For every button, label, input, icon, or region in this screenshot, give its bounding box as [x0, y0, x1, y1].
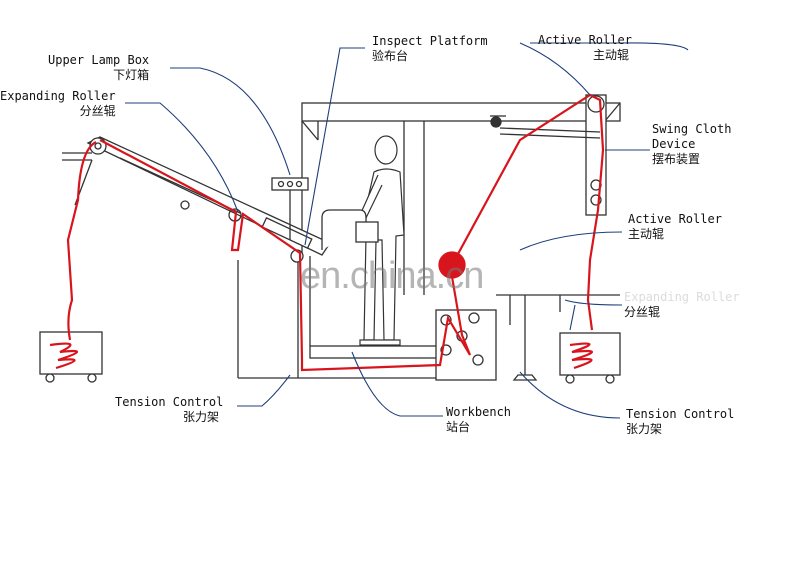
- label-en: Workbench: [446, 405, 512, 419]
- label-en: Tension Control: [626, 407, 735, 421]
- label-en: Swing Cloth: [652, 122, 732, 136]
- label-active-roller-top: Active Roller 主动辊: [538, 33, 632, 63]
- label-zh: 分丝辊: [624, 305, 661, 319]
- label-workbench: Workbench 站台: [446, 405, 511, 435]
- label-active-roller-mid: Active Roller 主动辊: [628, 212, 722, 242]
- label-zh: 分丝辊: [79, 104, 116, 118]
- label-en: Active Roller: [628, 212, 722, 226]
- machine-frame: [237, 102, 621, 379]
- label-tension-control-right: Tension Control 张力架: [626, 407, 734, 437]
- overlay-band: [620, 272, 750, 292]
- label-en: Upper Lamp Box: [48, 53, 150, 67]
- inspector-figure: [359, 135, 405, 346]
- label-en: Tension Control: [115, 395, 224, 409]
- label-zh: 张力架: [626, 422, 663, 436]
- label-zh: 主动辊: [628, 227, 665, 241]
- leader-lines: [125, 42, 689, 419]
- label-zh: 下灯箱: [113, 68, 150, 82]
- label-zh: 站台: [446, 420, 471, 434]
- label-expanding-roller-right: Expanding Roller 分丝辊: [624, 290, 740, 320]
- label-zh: 验布台: [372, 49, 409, 63]
- control-handle: [321, 209, 379, 250]
- label-zh: 张力架: [183, 410, 220, 424]
- label-en: Expanding Roller: [0, 89, 116, 103]
- label-tension-control-left: Tension Control 张力架: [115, 395, 223, 425]
- label-expanding-roller-left: Expanding Roller 分丝辊: [0, 89, 116, 119]
- right-cloth-bin: [559, 332, 621, 384]
- watermark-text: en.china.cn: [300, 255, 484, 297]
- label-en: Expanding Roller: [624, 290, 740, 304]
- label-en: Inspect Platform: [372, 34, 488, 48]
- lamp-box-stand: [271, 177, 309, 240]
- label-upper-lamp-box: Upper Lamp Box 下灯箱: [48, 53, 149, 83]
- label-en-2: Device: [652, 137, 696, 151]
- label-zh: 主动辊: [593, 48, 630, 62]
- label-inspect-platform: Inspect Platform 验布台: [372, 34, 488, 64]
- workbench-platform: [309, 345, 446, 359]
- label-swing-cloth-device: Swing Cloth Device 摆布装置: [652, 122, 731, 167]
- label-zh: 摆布装置: [652, 152, 701, 166]
- fabric-path: [49, 93, 605, 372]
- label-en: Active Roller: [538, 33, 632, 47]
- left-cloth-bin: [39, 331, 103, 383]
